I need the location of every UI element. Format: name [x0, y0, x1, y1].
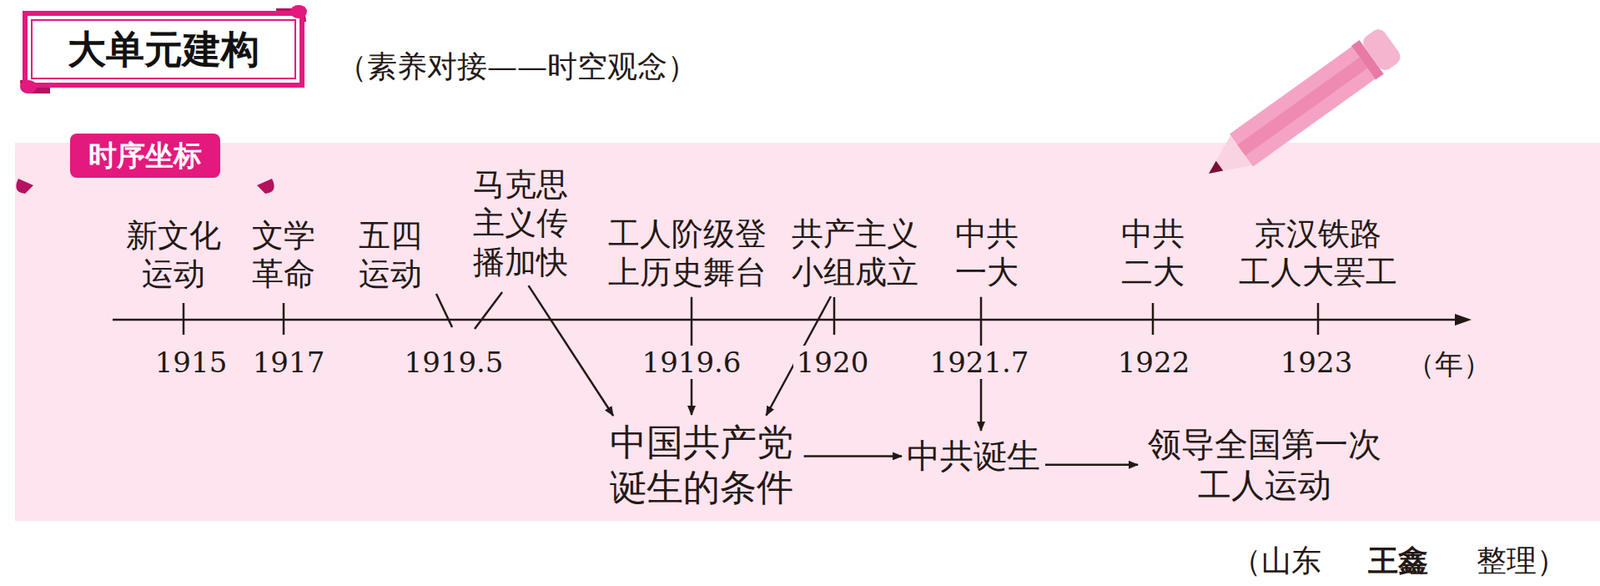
- time-axis: [112, 318, 1460, 322]
- arrow-connector: [1045, 463, 1138, 467]
- title-banner: [20, 5, 307, 94]
- event-node: 中共诞生: [906, 435, 1041, 477]
- event-node: 共产主义 小组成立: [786, 214, 923, 292]
- node-text: 领导全国第一次 工人运动: [1142, 423, 1387, 506]
- badge-curl: [15, 178, 34, 194]
- pencil-illustration: [1196, 25, 1404, 191]
- subtitle-note: （素养对接——时空观念）: [337, 46, 698, 88]
- pink-panel: [15, 142, 1600, 521]
- title-text: 大单元建构: [67, 24, 260, 76]
- year-label: 1921.7: [926, 345, 1033, 379]
- event-node: 中共 一大: [950, 214, 1023, 292]
- node-text: 共产主义 小组成立: [786, 214, 923, 292]
- event-node: 中国共产党 诞生的条件: [603, 419, 799, 509]
- year-ticks: [183, 291, 1319, 335]
- year-label: 1922: [1114, 345, 1194, 379]
- year-label: 1920: [793, 345, 873, 379]
- year-label: 1919.6: [638, 345, 745, 379]
- event-node: 马克思 主义传 播加快: [467, 165, 573, 282]
- event-node: 新文化 运动: [120, 216, 226, 294]
- badge-curl: [256, 178, 275, 194]
- node-text: 中共 一大: [950, 214, 1023, 292]
- event-node: 领导全国第一次 工人运动: [1142, 423, 1387, 506]
- arrow-connector: [528, 285, 614, 416]
- axis-arrowhead: [1454, 313, 1472, 326]
- year-label: 1923: [1277, 345, 1357, 379]
- event-node: 京汉铁路 工人大罢工: [1233, 214, 1402, 292]
- credit-note: 王鑫: [1368, 540, 1429, 582]
- event-node: 文学 革命: [246, 216, 320, 294]
- node-text: 京汉铁路 工人大罢工: [1233, 214, 1402, 292]
- year-label: 1917: [249, 345, 329, 379]
- node-text: 五四 运动: [353, 216, 427, 294]
- credit-note: （山东: [1231, 540, 1322, 582]
- section-badge: 时序坐标: [70, 133, 221, 178]
- node-text: 新文化 运动: [120, 216, 226, 294]
- year-label: 1915: [151, 345, 232, 379]
- event-node: 中共 二大: [1116, 214, 1189, 292]
- node-text: 中国共产党 诞生的条件: [603, 419, 799, 509]
- arrow-connector: [804, 454, 902, 458]
- node-text: 工人阶级登 上历史舞台: [603, 214, 771, 292]
- year-label: 1919.5: [401, 345, 508, 379]
- node-text: 时序坐标: [88, 138, 202, 173]
- year-label: （年）: [1403, 345, 1495, 384]
- event-node: 五四 运动: [353, 216, 427, 294]
- node-text: 马克思 主义传 播加快: [467, 165, 573, 282]
- credit-note: 整理）: [1476, 540, 1567, 582]
- node-text: 中共 二大: [1116, 214, 1189, 292]
- event-node: 工人阶级登 上历史舞台: [603, 214, 771, 292]
- node-text: 文学 革命: [246, 216, 320, 294]
- node-text: 中共诞生: [906, 435, 1041, 477]
